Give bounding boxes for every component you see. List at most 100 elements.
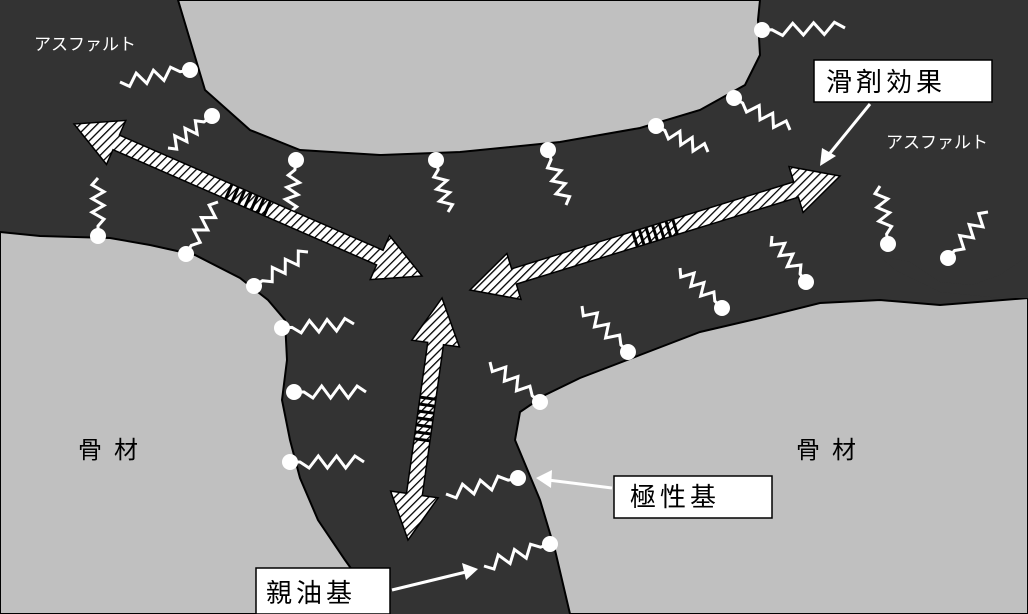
lipophilic-tail xyxy=(294,383,367,401)
polar-head xyxy=(428,152,444,168)
lipophilic-tail xyxy=(580,305,630,354)
double-arrow xyxy=(468,165,842,301)
molecule xyxy=(286,383,367,401)
polar-head xyxy=(288,152,304,168)
polar-head xyxy=(510,470,526,486)
callout-box xyxy=(255,567,391,614)
molecule xyxy=(483,536,558,571)
lipophilic-tail xyxy=(88,177,108,236)
molecule xyxy=(88,177,108,244)
callout-pointer-head xyxy=(820,148,836,166)
polar-head xyxy=(648,118,664,134)
callout-box xyxy=(813,59,993,103)
molecule xyxy=(428,152,455,213)
molecule xyxy=(488,361,548,410)
arrow-crossbar xyxy=(237,189,247,206)
polar-head xyxy=(542,536,558,552)
molecule xyxy=(769,235,814,290)
polar-head xyxy=(182,62,198,78)
arrow-crossbar xyxy=(657,222,666,240)
arrow-crossbar xyxy=(631,231,639,248)
arrow-crossbar xyxy=(256,197,266,214)
polar-head xyxy=(246,278,262,294)
aggregate-right xyxy=(513,296,1028,614)
molecule xyxy=(754,20,846,38)
arrow-crossbar xyxy=(637,229,646,246)
polar-head xyxy=(204,108,220,124)
molecule xyxy=(940,210,989,266)
molecule xyxy=(167,108,220,151)
molecule xyxy=(580,305,636,360)
polar-head xyxy=(714,300,730,316)
callout-lubrication-effect: 滑剤効果 xyxy=(813,59,993,166)
lipophilic-tail xyxy=(253,249,309,288)
arrow-crossbar xyxy=(415,423,433,429)
molecule xyxy=(648,118,710,154)
molecule xyxy=(274,316,355,336)
lipophilic-tail xyxy=(483,542,551,571)
arrow-crossbar xyxy=(413,437,431,443)
molecule xyxy=(178,200,219,262)
polar-head xyxy=(726,90,742,106)
arrow-crossbar xyxy=(664,220,673,237)
arrow-crossbar xyxy=(651,224,659,242)
lipophilic-tail xyxy=(761,20,846,38)
asphalt-label-left: アスファルト xyxy=(34,35,136,55)
polar-head xyxy=(282,454,298,470)
aggregate-label-left: 骨材 xyxy=(78,436,150,464)
polar-head xyxy=(532,394,548,410)
lipophilic-tail xyxy=(445,474,519,500)
molecule xyxy=(678,267,730,316)
polar-head xyxy=(940,250,956,266)
molecule xyxy=(872,185,896,252)
callout-pointer-head xyxy=(536,470,552,488)
arrow-crossbar xyxy=(416,416,434,422)
double-arrow xyxy=(389,296,461,542)
molecule xyxy=(282,152,304,214)
callout-pointer xyxy=(547,478,613,490)
polar-head xyxy=(286,384,302,400)
lipophilic-tail xyxy=(545,149,572,206)
arrow-crossbar xyxy=(414,430,432,436)
lipophilic-tail xyxy=(282,159,303,214)
callout-pointer-head xyxy=(462,563,478,580)
polar-head xyxy=(754,22,770,38)
arrow-crossbar xyxy=(230,186,240,203)
polar-head xyxy=(90,228,106,244)
lipophilic-tail xyxy=(184,200,219,255)
arrow-crossbar xyxy=(243,192,253,208)
polar-head xyxy=(880,236,896,252)
arrow-crossbar xyxy=(262,200,272,217)
callout-text: 滑剤効果 xyxy=(826,68,946,98)
lipophilic-tail xyxy=(431,159,455,213)
callout-text: 親油基 xyxy=(266,579,356,609)
arrow-crossbar xyxy=(671,218,679,235)
lipophilic-tail xyxy=(872,185,894,245)
molecule xyxy=(540,142,572,206)
molecule xyxy=(282,453,365,471)
lipophilic-tail xyxy=(733,96,792,131)
polar-head xyxy=(620,344,636,360)
aggregate-right-corner xyxy=(880,256,1028,298)
lubrication-arrows xyxy=(72,119,842,542)
lipophilic-tail xyxy=(281,316,355,335)
callout-lipophilic-group: 親油基 xyxy=(255,563,478,614)
arrow-crossbar xyxy=(224,183,234,200)
lipophilic-tail xyxy=(488,361,541,404)
surfactant-molecules xyxy=(88,20,989,571)
aggregate-label-right: 骨材 xyxy=(796,436,868,464)
polar-head xyxy=(798,274,814,290)
arrow-crossbar xyxy=(644,226,653,244)
arrow-crossbar xyxy=(417,409,435,415)
lipophilic-tail xyxy=(678,267,724,310)
arrow-crossbar xyxy=(249,194,259,211)
polar-head xyxy=(178,246,194,262)
asphalt-label-right: アスファルト xyxy=(886,133,988,153)
lipophilic-tail xyxy=(946,210,989,259)
molecule xyxy=(445,470,526,500)
callout-text: 極性基 xyxy=(630,483,720,513)
arrow-crossbar xyxy=(418,402,436,408)
